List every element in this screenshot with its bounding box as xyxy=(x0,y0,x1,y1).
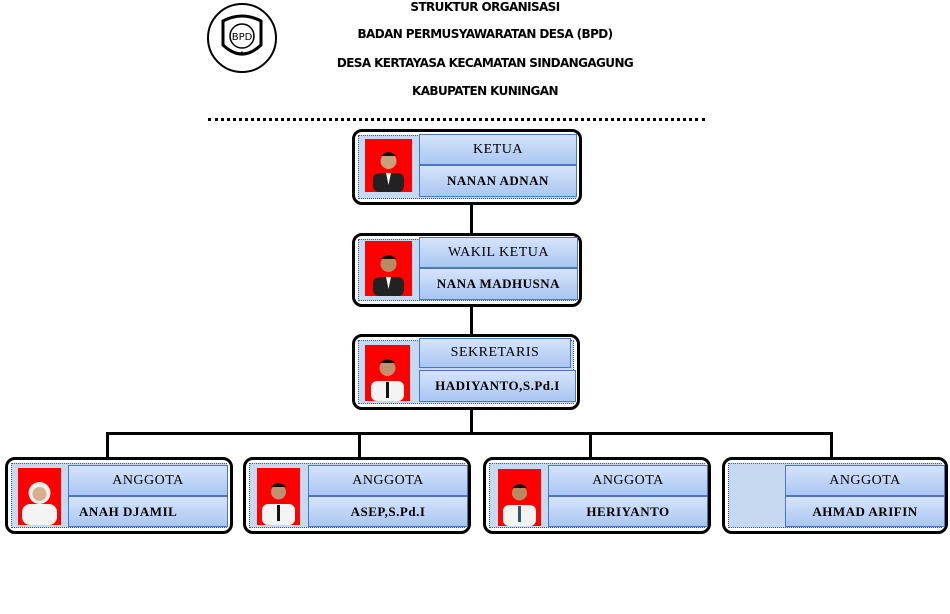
anggota-photo xyxy=(18,468,61,525)
connector xyxy=(106,432,109,458)
ketua-card: KETUA NANAN ADNAN xyxy=(352,129,582,205)
sekretaris-name: HADIYANTO,S.Pd.I xyxy=(419,370,576,402)
connector xyxy=(358,432,361,458)
connector xyxy=(830,432,833,458)
svg-text:BPD: BPD xyxy=(232,32,253,43)
anggota-name: ANAH DJAMIL xyxy=(68,496,228,527)
ketua-name: NANAN ADNAN xyxy=(419,165,577,197)
wakil-ketua-name: NANA MADHUSNA xyxy=(419,268,578,300)
anggota-photo xyxy=(498,469,541,526)
connector xyxy=(107,432,832,435)
connector xyxy=(470,409,473,433)
anggota-photo xyxy=(257,468,300,525)
anggota-title: ANGGOTA xyxy=(308,465,468,496)
anggota-card: ANGGOTA HERIYANTO xyxy=(483,457,711,534)
wakil-ketua-photo xyxy=(365,241,412,296)
sekretaris-photo xyxy=(365,345,410,401)
connector xyxy=(470,306,473,335)
connector xyxy=(589,432,592,458)
anggota-name: HERIYANTO xyxy=(548,496,708,527)
anggota-title: ANGGOTA xyxy=(68,465,228,496)
anggota-title: ANGGOTA xyxy=(785,465,945,496)
header-line-2: BADAN PERMUSYAWARATAN DESA (BPD) xyxy=(357,27,613,41)
wakil-ketua-card: WAKIL KETUA NANA MADHUSNA xyxy=(352,233,582,307)
header-line-4: KABUPATEN KUNINGAN xyxy=(412,84,559,98)
bpd-logo: BPD xyxy=(207,3,277,73)
header-line-3: DESA KERTAYASA KECAMATAN SINDANGAGUNG xyxy=(336,56,634,70)
connector xyxy=(470,204,473,234)
header-line-1: STRUKTUR ORGANISASI xyxy=(410,0,560,14)
header-divider xyxy=(208,118,705,121)
sekretaris-card: SEKRETARIS HADIYANTO,S.Pd.I xyxy=(352,334,580,410)
ketua-title: KETUA xyxy=(419,134,577,165)
anggota-name: ASEP,S.Pd.I xyxy=(308,496,468,527)
anggota-card: ANGGOTA ANAH DJAMIL xyxy=(5,457,233,534)
sekretaris-title: SEKRETARIS xyxy=(419,338,571,368)
anggota-title: ANGGOTA xyxy=(548,465,708,496)
ketua-photo xyxy=(365,139,412,192)
anggota-name: AHMAD ARIFIN xyxy=(785,496,945,527)
anggota-card: ANGGOTA AHMAD ARIFIN xyxy=(722,457,948,534)
anggota-card: ANGGOTA ASEP,S.Pd.I xyxy=(243,457,471,534)
wakil-ketua-title: WAKIL KETUA xyxy=(419,237,578,268)
